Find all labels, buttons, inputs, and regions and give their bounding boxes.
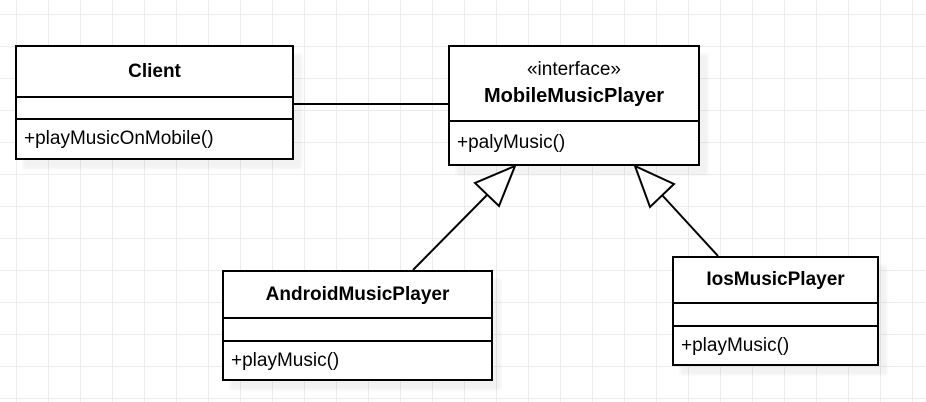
interface-name-mobilemusicplayer: MobileMusicPlayer xyxy=(483,84,665,107)
interface-box-mobilemusicplayer[interactable]: «interface» MobileMusicPlayer +palyMusic… xyxy=(448,45,700,166)
interface-title-block: «interface» MobileMusicPlayer xyxy=(450,47,698,120)
class-name-client: Client xyxy=(128,60,181,82)
class-box-androidmusicplayer[interactable]: AndroidMusicPlayer +playMusic() xyxy=(222,270,493,381)
realization-line-left[interactable] xyxy=(412,194,488,271)
realization-iosmusicplayer-mobilemusicplayer[interactable] xyxy=(633,164,719,257)
class-name-androidmusicplayer: AndroidMusicPlayer xyxy=(265,283,450,305)
realization-line-right[interactable] xyxy=(661,194,719,257)
class-method-iosmusicplayer: +playMusic() xyxy=(674,325,877,364)
hollow-triangle-arrowhead-left xyxy=(473,164,517,208)
class-method-androidmusicplayer: +playMusic() xyxy=(224,340,491,379)
class-attributes-client-empty xyxy=(17,96,292,118)
hollow-triangle-arrowhead-right xyxy=(633,164,676,209)
interface-stereotype: «interface» xyxy=(526,59,621,81)
realization-androidmusicplayer-mobilemusicplayer[interactable] xyxy=(412,164,517,271)
interface-method-mobilemusicplayer: +palyMusic() xyxy=(450,120,698,164)
class-box-client[interactable]: Client +playMusicOnMobile() xyxy=(15,45,294,160)
class-attributes-ios-empty xyxy=(674,302,877,325)
class-method-client: +playMusicOnMobile() xyxy=(17,118,292,158)
class-name-iosmusicplayer: IosMusicPlayer xyxy=(706,269,845,290)
class-box-iosmusicplayer[interactable]: IosMusicPlayer +playMusic() xyxy=(672,256,879,366)
class-attributes-android-empty xyxy=(224,317,491,340)
